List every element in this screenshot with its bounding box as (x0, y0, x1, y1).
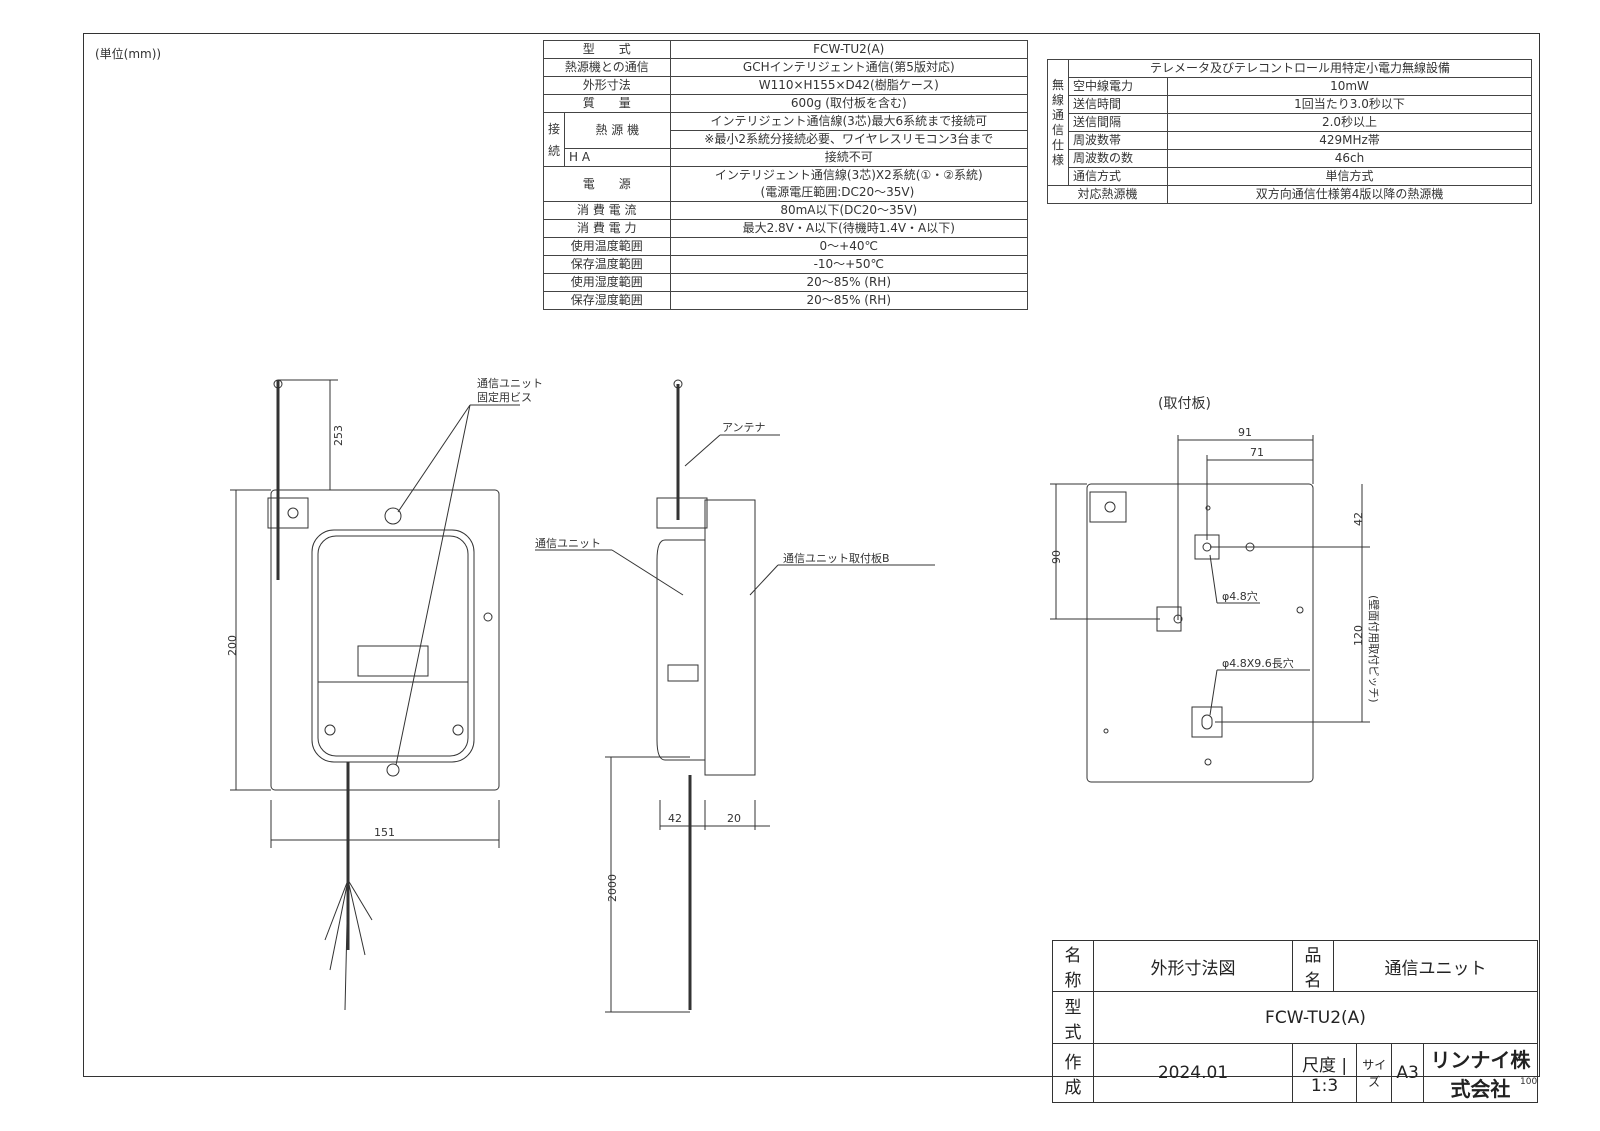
name-label: 名称 (1052, 940, 1094, 992)
scale-value: 1:3 (1310, 1075, 1339, 1096)
name-value: 外形寸法図 (1093, 940, 1293, 992)
plate-view: (取付板) 91 71 90 42 120 φ4.8穴 φ4.8X9.6長穴 (… (1050, 396, 1381, 783)
spec-label: 周波数帯 (1068, 131, 1169, 150)
product-label: 品名 (1292, 940, 1334, 992)
scale-label: 尺度 (1301, 1055, 1336, 1076)
antenna-label: アンテナ (722, 421, 766, 434)
spec-value: 双方向通信仕様第4版以降の熱源機 (1167, 185, 1532, 204)
dim-71: 71 (1250, 446, 1264, 459)
wireless-group-label: 無線通信仕様 (1046, 59, 1070, 186)
spec-value: GCHインテリジェント通信(第5版対応) (669, 58, 1029, 77)
side-view: アンテナ 通信ユニット 通信ユニット取付板B 42 20 2000 (535, 379, 935, 1013)
spec-label: 質 量 (543, 94, 671, 113)
dim-120: 120 (1352, 625, 1365, 646)
dim-91: 91 (1238, 426, 1252, 439)
spec-value: インテリジェント通信線(3芯)X2系統(①・②系統) (669, 166, 1029, 184)
spec-value: 20〜85% (RH) (669, 291, 1029, 310)
pitch-label: (壁面付用取付ピッチ) (1367, 595, 1381, 703)
spec-value: ※最小2系統分接続必要、ワイヤレスリモコン3台まで (669, 130, 1029, 149)
drawing-frame (83, 33, 1540, 1077)
dim-antenna: 253 (332, 425, 345, 446)
spec-label: 保存湿度範囲 (543, 291, 671, 310)
spec-value: 接続不可 (669, 148, 1029, 167)
screw-label: 通信ユニット (477, 377, 543, 390)
company-logo: リンナイ株式会社 (1422, 1043, 1539, 1103)
dim-height: 200 (226, 635, 239, 656)
dim-42: 42 (1352, 512, 1365, 526)
size-label: サイズ (1356, 1043, 1393, 1103)
plate-title: (取付板) (1158, 396, 1211, 412)
size-value: A3 (1391, 1043, 1424, 1103)
spec-label: 使用温度範囲 (543, 237, 671, 256)
unit-note: (単位(mm)) (95, 47, 162, 61)
model-label: 型式 (1052, 991, 1094, 1044)
spec-label: 保存温度範囲 (543, 255, 671, 274)
dim-width: 151 (374, 826, 395, 839)
dim-90: 90 (1050, 550, 1063, 564)
spec-value: 80mA以下(DC20〜35V) (669, 201, 1029, 220)
page-number: 100 (1520, 1077, 1538, 1087)
spec-label: 使用湿度範囲 (543, 273, 671, 292)
dim-depth1: 42 (668, 812, 682, 825)
product-value: 通信ユニット (1333, 940, 1538, 992)
front-view: 253 200 151 通信ユニット 固定用ビス (226, 377, 543, 1011)
hole-label: φ4.8穴 (1222, 589, 1258, 603)
slot-label: φ4.8X9.6長穴 (1222, 656, 1294, 670)
spec-value: 429MHz帯 (1167, 131, 1532, 150)
spec-label: 周波数の数 (1068, 149, 1169, 168)
spec-label: 空中線電力 (1068, 77, 1169, 96)
made-label: 作成 (1052, 1043, 1094, 1103)
spec-value: 単信方式 (1167, 167, 1532, 186)
spec-value: 最大2.8V・A以下(待機時1.4V・A以下) (669, 219, 1029, 238)
spec-label: 対応熱源機 (1046, 185, 1169, 204)
unit-label: 通信ユニット (535, 537, 601, 550)
model-value: FCW-TU2(A) (1093, 991, 1538, 1044)
spec-value: 20〜85% (RH) (669, 273, 1029, 292)
dim-cable: 2000 (606, 874, 619, 902)
spec-label: 外形寸法 (543, 76, 671, 95)
made-date: 2024.01 (1093, 1043, 1293, 1103)
dim-depth2: 20 (727, 812, 741, 825)
screw-label: 固定用ビス (477, 390, 532, 404)
plate-label: 通信ユニット取付板B (783, 551, 890, 565)
